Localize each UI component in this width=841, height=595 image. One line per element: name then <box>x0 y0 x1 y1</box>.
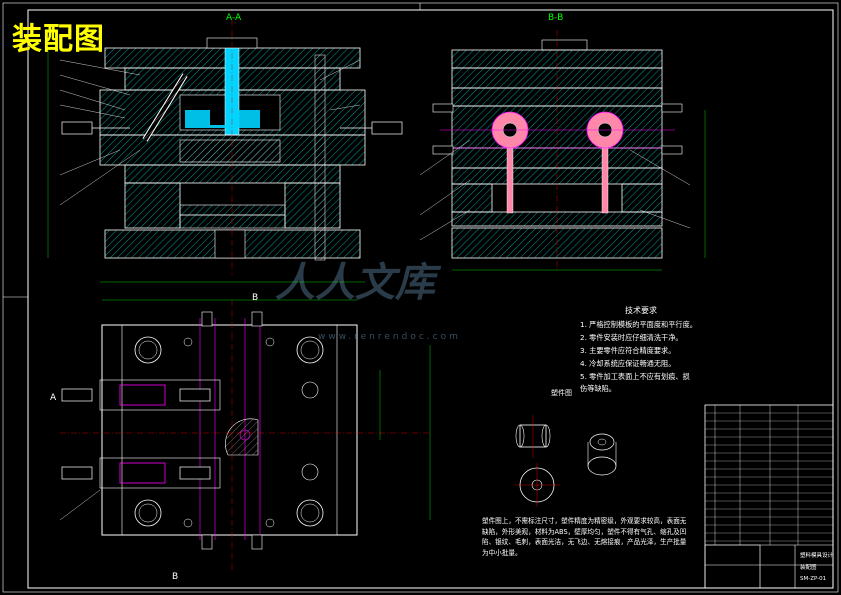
tech-item: 2. 零件安装时应仔细清洗干净。 <box>580 333 683 342</box>
tech-item: 1. 严格控制模板的平面度和平行度。 <box>580 320 697 329</box>
section-bb-view <box>419 30 706 271</box>
watermark-brand: 人人文库 <box>275 260 435 306</box>
tech-item: 伤等缺陷。 <box>580 384 616 393</box>
section-a-arrow-left: A <box>50 393 57 403</box>
section-aa-view <box>47 20 403 283</box>
watermark-url: www.renrendoc.com <box>318 332 461 342</box>
section-b-arrow-bottom: B <box>172 572 179 582</box>
part-drawing-heading: 塑件图 <box>551 389 572 397</box>
section-aa-label: A-A <box>226 13 242 23</box>
section-bb-label: B-B <box>548 13 564 23</box>
drawing-title: 装配图 <box>12 22 105 57</box>
part-note: 塑件图上，不需标注尺寸，塑件精度为精密级，外观要求较高，表面无缺陷，外形美观，材… <box>482 517 687 557</box>
title-block-name: 塑料模具设计 <box>800 553 834 559</box>
section-b-arrow-top: B <box>252 293 259 303</box>
title-block-drawing: 装配图 <box>800 565 817 571</box>
tech-item: 4. 冷却系统应保证畅通无阻。 <box>580 359 676 368</box>
tech-requirements-heading: 技术要求 <box>625 306 657 315</box>
tech-item: 5. 零件加工表面上不应有划痕、损 <box>580 372 690 381</box>
part-sketch <box>515 415 617 507</box>
plan-view <box>59 299 431 570</box>
tech-item: 3. 主要零件应符合精度要求。 <box>580 346 676 355</box>
title-block-code: SM-ZP-01 <box>800 576 827 582</box>
title-block <box>704 404 834 589</box>
inner-frame <box>27 9 834 589</box>
